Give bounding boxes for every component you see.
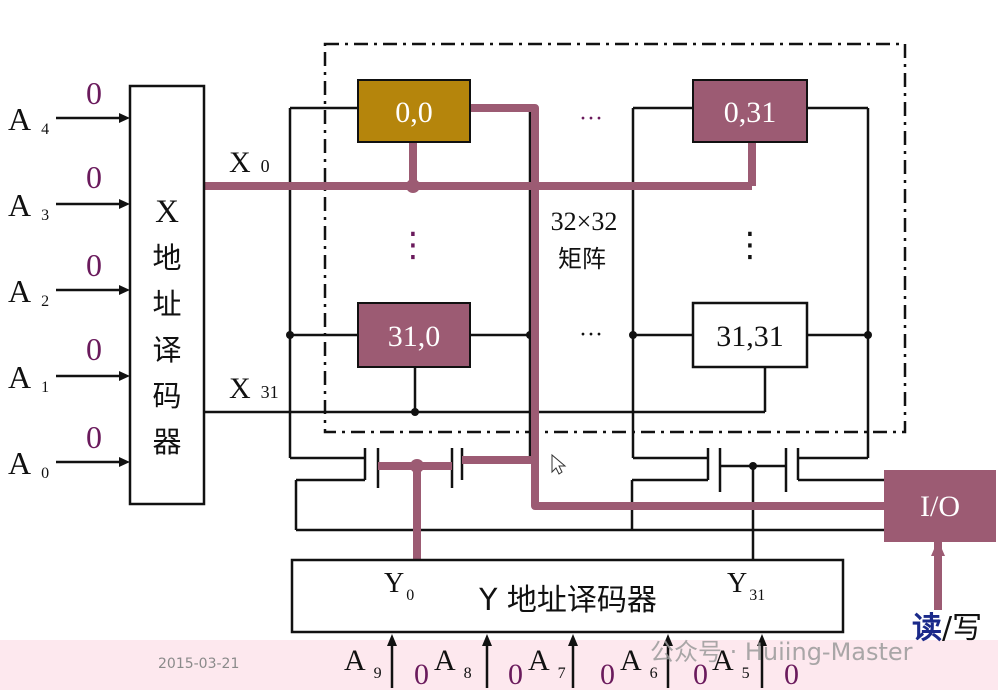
matrix-boundary bbox=[323, 42, 907, 434]
y0-junction bbox=[410, 459, 424, 473]
io-box bbox=[884, 470, 996, 542]
x-input-bit: 0 bbox=[86, 159, 102, 195]
x-decoder-char: 址 bbox=[152, 287, 181, 321]
x-decoder-char: 器 bbox=[152, 425, 181, 459]
cell-31-31 bbox=[691, 301, 809, 369]
y-input-bit: 0 bbox=[784, 658, 799, 690]
x-decoder-box bbox=[128, 84, 206, 506]
rw-label: 读/写 bbox=[912, 611, 982, 646]
cell-31-0-label: 31,0 bbox=[388, 320, 441, 353]
x-address-bits: 0 0 0 0 0 bbox=[86, 75, 102, 455]
cell-0-0 bbox=[357, 79, 471, 143]
y-input-bit: 0 bbox=[414, 658, 429, 690]
mouse-cursor-icon bbox=[551, 453, 567, 475]
selected-path bbox=[204, 104, 942, 610]
matrix-label-bg bbox=[540, 206, 630, 276]
x-decoder-label: X 地 址 译 码 器 bbox=[152, 194, 181, 459]
y-input-bit: 0 bbox=[508, 658, 523, 690]
y-input-bit: 0 bbox=[600, 658, 615, 690]
x-input-bit: 0 bbox=[86, 75, 102, 111]
x-decoder-char: 译 bbox=[152, 333, 181, 367]
x-decoder-char: 地 bbox=[152, 241, 181, 275]
x-decoder-char: 码 bbox=[152, 379, 181, 413]
cell-31-31-label: 31,31 bbox=[716, 320, 784, 353]
x-input-arrowheads bbox=[119, 113, 130, 467]
watermark-text: 公众号 · Huiing-Master bbox=[650, 638, 913, 666]
x-decoder-char: X bbox=[155, 194, 179, 230]
rw-arrowhead bbox=[931, 540, 945, 556]
y-decoder-label: Y 地址译码器 bbox=[478, 583, 657, 618]
junction-dots bbox=[286, 331, 872, 470]
matrix-name-label: 矩阵 bbox=[558, 245, 606, 273]
y-input-arrowheads bbox=[387, 634, 767, 646]
cell-0-31-label: 0,31 bbox=[724, 96, 777, 129]
matrix-size-label: 32×32 bbox=[551, 207, 618, 236]
cell-0-31 bbox=[692, 79, 808, 143]
cell-0-0-label: 0,0 bbox=[395, 96, 433, 129]
x-input-bit: 0 bbox=[86, 247, 102, 283]
y-address-bits: 0 0 0 0 0 bbox=[414, 658, 799, 691]
col-ellipsis-right: ⋮ bbox=[733, 225, 767, 265]
y-input-bit: 0 bbox=[693, 658, 708, 690]
col-ellipsis-left: ⋮ bbox=[396, 225, 430, 265]
io-label: I/O bbox=[920, 490, 960, 523]
y-decoder-box bbox=[290, 558, 845, 634]
x0-junction bbox=[406, 179, 420, 193]
cell-31-0 bbox=[357, 302, 471, 368]
x-input-bit: 0 bbox=[86, 419, 102, 455]
footer-strip bbox=[0, 640, 998, 690]
slide-date: 2015-03-21 bbox=[158, 656, 239, 672]
x-input-bit: 0 bbox=[86, 331, 102, 367]
row-ellipsis-bottom: ··· bbox=[579, 322, 603, 348]
row-ellipsis-top: ··· bbox=[579, 106, 603, 132]
